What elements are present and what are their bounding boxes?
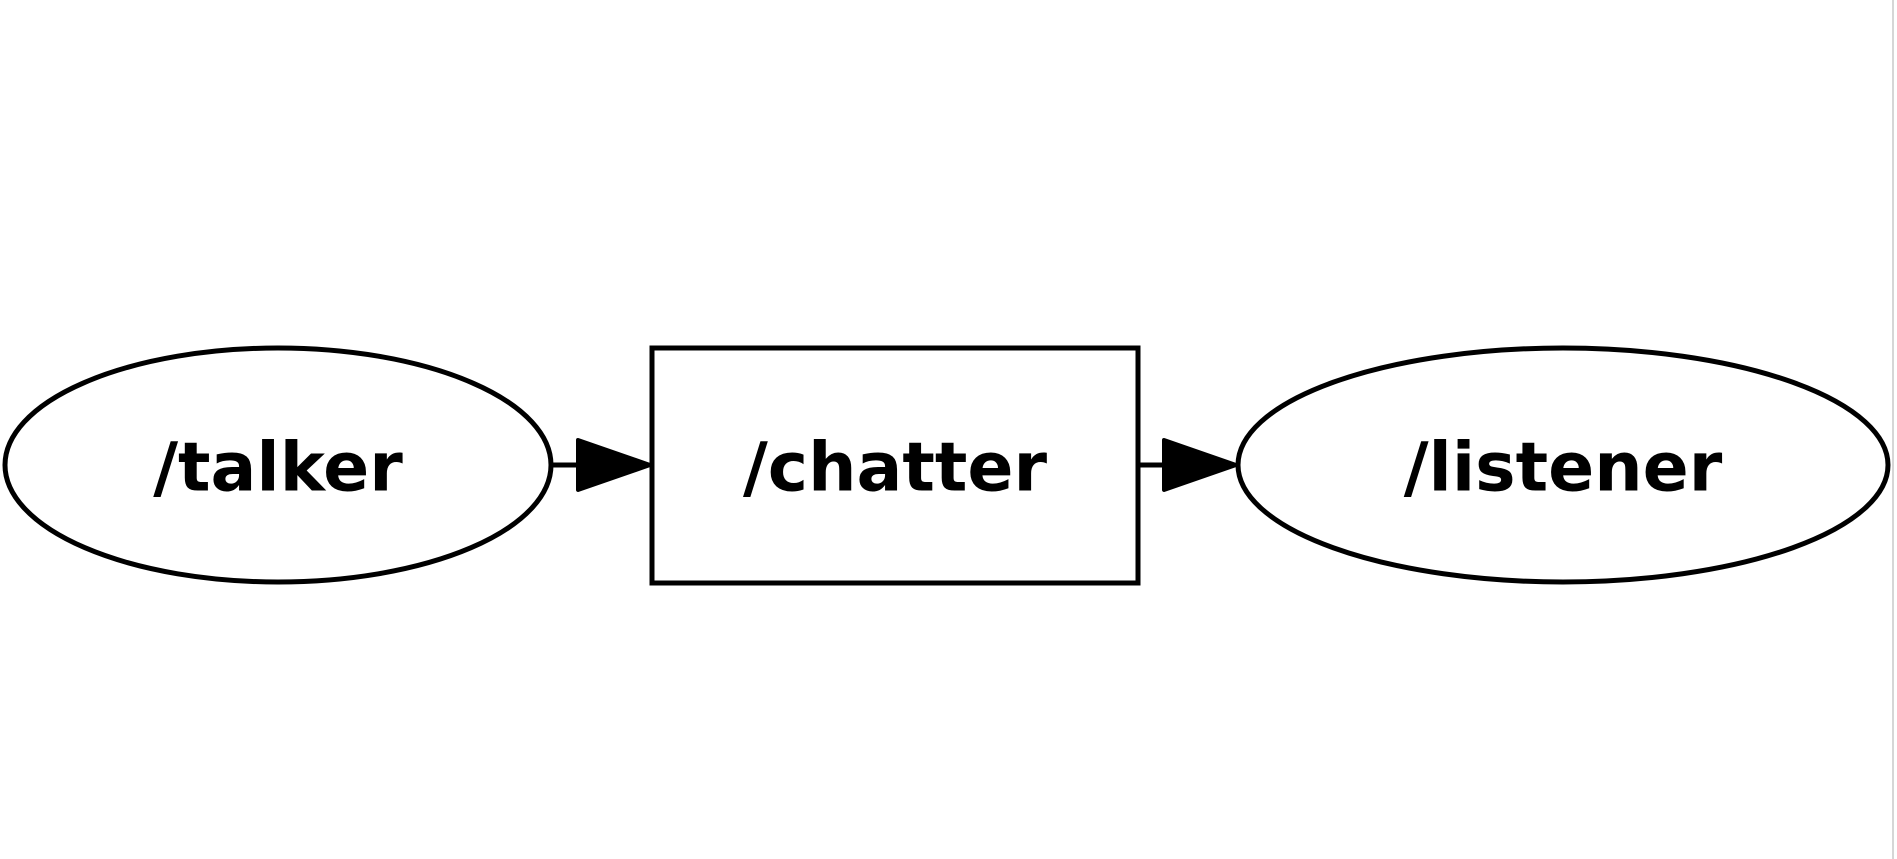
node-box: [649, 345, 1141, 586]
node-ellipse: [1235, 345, 1891, 585]
node-label-chatter: /chatter: [743, 429, 1048, 508]
edge-chatter-to-listener: [1138, 438, 1238, 492]
arrowhead-icon: [576, 438, 652, 492]
arrowhead-icon: [1162, 438, 1238, 492]
node-chatter[interactable]: /chatter: [649, 345, 1141, 586]
node-label-listener: /listener: [1404, 429, 1723, 508]
node-ellipse: [2, 345, 554, 585]
node-listener[interactable]: /listener: [1235, 345, 1891, 585]
node-talker[interactable]: /talker: [2, 345, 554, 585]
edge-talker-to-chatter: [552, 438, 652, 492]
node-label-talker: /talker: [153, 429, 403, 508]
